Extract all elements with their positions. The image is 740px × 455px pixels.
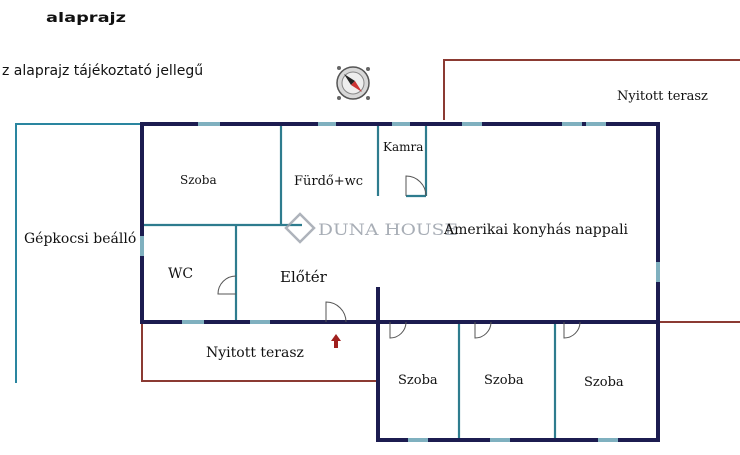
door-swings xyxy=(217,175,581,339)
terrace-left-outline xyxy=(141,322,377,382)
terrace-left-label: Nyitott terasz xyxy=(206,345,304,361)
room-label-szoba-b2: Szoba xyxy=(484,373,524,388)
watermark-logo: DUNA HOUSE xyxy=(284,212,458,244)
room-label-kamra: Kamra xyxy=(383,140,423,154)
disclaimer-note: z alaprajz tájékoztató jellegű xyxy=(2,63,203,79)
room-label-nappali: Amerikai konyhás nappali xyxy=(443,222,629,238)
compass-icon xyxy=(336,66,370,100)
windows xyxy=(140,122,660,442)
entrance-arrow-icon xyxy=(331,334,341,348)
room-label-furdo: Fürdő+wc xyxy=(294,174,363,189)
carport-label: Gépkocsi beálló xyxy=(24,231,136,247)
carport-outline xyxy=(15,123,142,383)
watermark-text: DUNA HOUSE xyxy=(318,220,458,239)
room-label-szoba-b1: Szoba xyxy=(398,373,438,388)
room-label-wc: WC xyxy=(168,266,193,282)
exterior-walls xyxy=(140,122,660,442)
watermark-house-icon xyxy=(284,212,316,244)
terrace-right-label: Nyitott terasz xyxy=(617,89,708,104)
title-fragment: alaprajz xyxy=(46,11,126,26)
room-label-szoba-b3: Szoba xyxy=(584,375,624,390)
interior-partitions xyxy=(142,124,557,440)
terrace-right-outline xyxy=(443,59,740,120)
room-label-szoba-top: Szoba xyxy=(180,173,217,187)
room-label-eloter: Előtér xyxy=(280,268,328,286)
